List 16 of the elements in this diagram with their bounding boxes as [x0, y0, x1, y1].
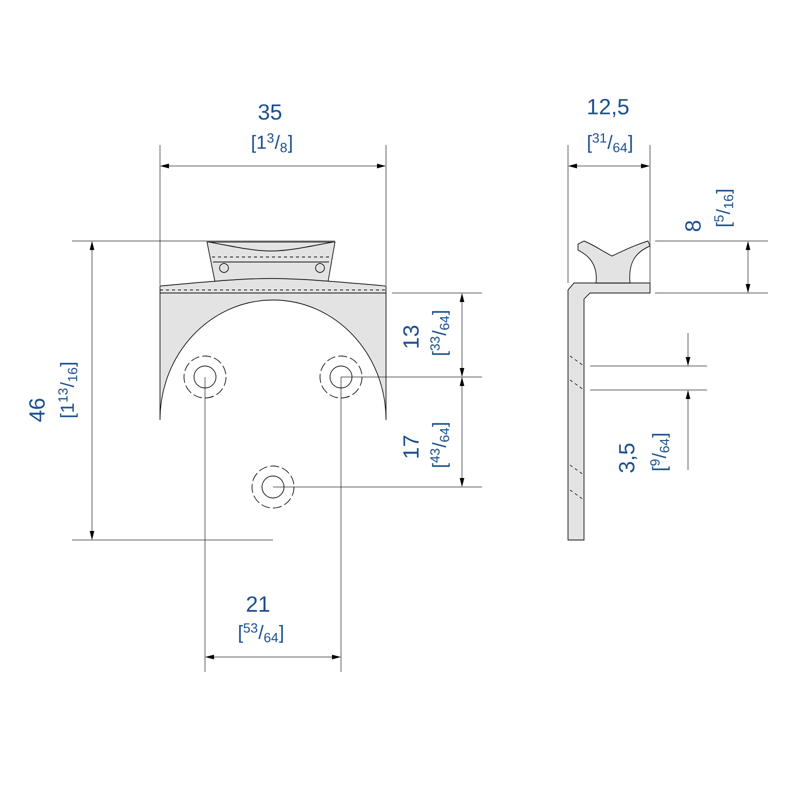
dimension-value: [1$^{3}$/$_{8}$] [252, 133, 292, 153]
dimension-value: 12,5 [588, 98, 628, 118]
dimension-value: 35 [258, 104, 282, 120]
dimension-value: 3,5 [618, 444, 638, 472]
dimension-value: [1$^{13}$/$_{16}$] [58, 362, 78, 418]
dimension-value: 17 [403, 436, 419, 458]
dimension-value: 8 [685, 220, 701, 232]
dimension-value: [$^{5}$/$_{16}$] [714, 190, 734, 226]
dimension-value: [$^{33}$/$_{64}$] [430, 311, 450, 355]
dimension-value: [$^{53}$/$_{64}$] [239, 623, 283, 643]
dimension-value: [$^{31}$/$_{64}$] [588, 133, 632, 153]
dimension-value: 13 [403, 326, 419, 348]
dimension-value: [$^{9}$/$_{64}$] [650, 434, 670, 470]
dimension-value: [$^{43}$/$_{64}$] [430, 423, 450, 467]
dimension-value: 46 [29, 398, 45, 422]
dimension-value: 21 [246, 596, 270, 612]
